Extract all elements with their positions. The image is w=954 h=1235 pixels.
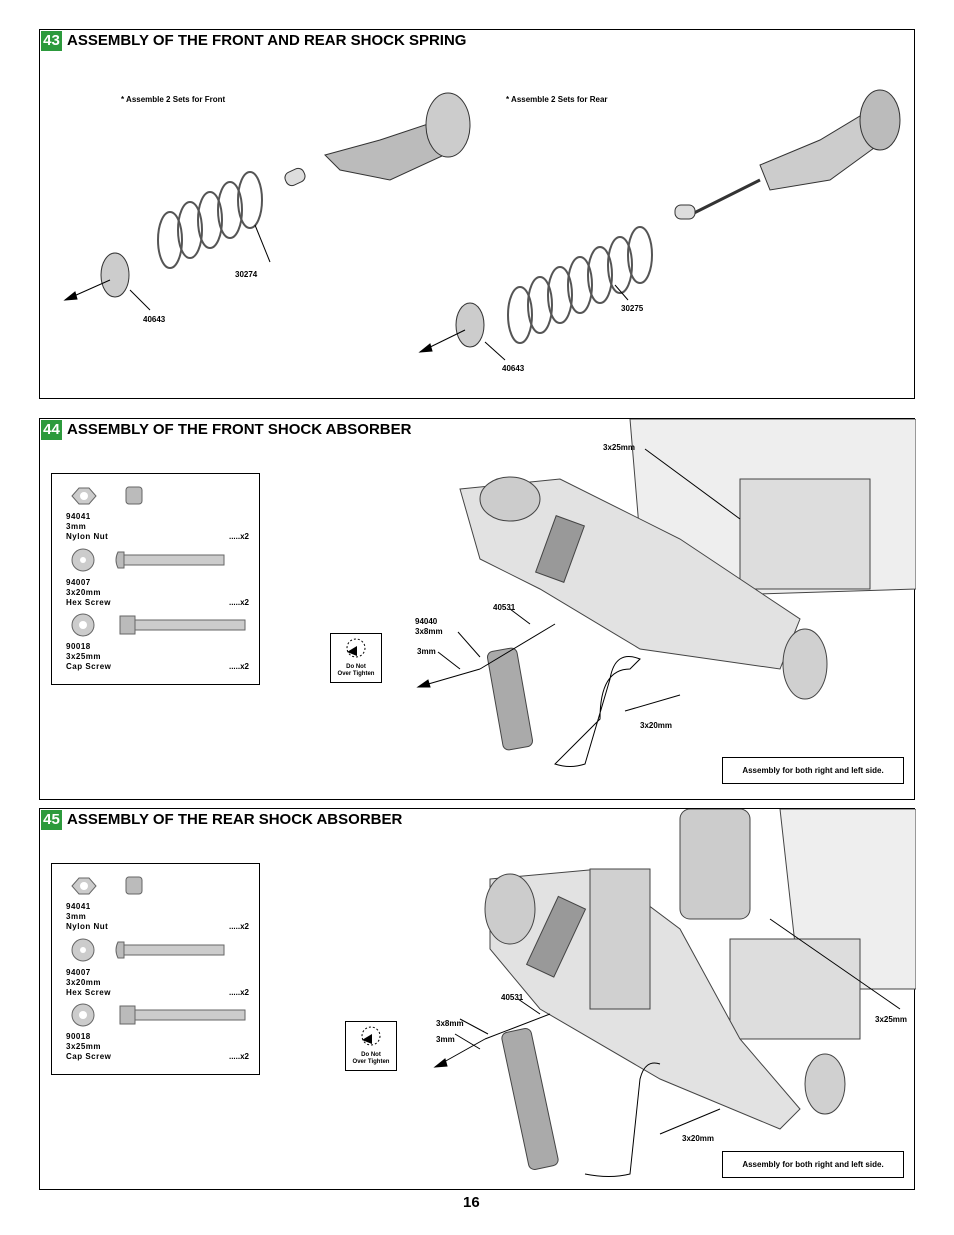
- section-title: ASSEMBLY OF THE REAR SHOCK ABSORBER: [67, 811, 403, 828]
- callout-3mm: 3mm: [417, 647, 436, 656]
- part-qty: .....x2: [228, 1052, 249, 1061]
- callout-3x20mm: 3x20mm: [682, 1134, 715, 1143]
- callout-40531: 40531: [501, 993, 524, 1002]
- section-45: 45 ASSEMBLY OF THE REAR SHOCK ABSORBER 9…: [39, 808, 916, 1190]
- part-qty: .....x2: [228, 598, 249, 607]
- torque-warning-icon: [346, 638, 366, 658]
- rear-note: * Assemble 2 Sets for Rear: [506, 95, 608, 104]
- shock-spring-illustration: [63, 89, 901, 361]
- part-callout-30275: 30275: [621, 304, 644, 313]
- callout-94040: 94040: [415, 617, 438, 626]
- callout-40531: 40531: [493, 603, 516, 612]
- assembly-note: Assembly for both right and left side.: [722, 1151, 904, 1178]
- section-43: 43 ASSEMBLY OF THE FRONT AND REAR SHOCK …: [39, 29, 915, 399]
- section-44: 44 ASSEMBLY OF THE FRONT SHOCK ABSORBER …: [39, 418, 916, 800]
- part-qty: .....x2: [228, 922, 249, 931]
- part-callout-30274: 30274: [235, 270, 258, 279]
- section-title: ASSEMBLY OF THE FRONT AND REAR SHOCK SPR…: [67, 32, 467, 49]
- callout-3mm: 3mm: [436, 1035, 455, 1044]
- part-callout-40643-rear: 40643: [502, 364, 525, 373]
- part-qty: .....x2: [228, 532, 249, 541]
- callout-3x25mm: 3x25mm: [875, 1015, 908, 1024]
- callout-3x20mm: 3x20mm: [640, 721, 673, 730]
- page-number: 16: [463, 1194, 480, 1211]
- torque-warning-icon: [361, 1026, 381, 1046]
- step-number: 45: [41, 810, 62, 830]
- callout-3x8mm: 3x8mm: [415, 627, 443, 636]
- assembly-note: Assembly for both right and left side.: [722, 757, 904, 784]
- section-title: ASSEMBLY OF THE FRONT SHOCK ABSORBER: [67, 421, 412, 438]
- part-qty: .....x2: [228, 988, 249, 997]
- parts-icons: [71, 486, 246, 637]
- step-number: 43: [41, 31, 62, 51]
- front-note: * Assemble 2 Sets for Front: [121, 95, 226, 104]
- part-qty: .....x2: [228, 662, 249, 671]
- part-callout-40643-front: 40643: [143, 315, 166, 324]
- callout-3x25mm: 3x25mm: [603, 443, 636, 452]
- front-chassis-illustration: [416, 419, 916, 767]
- rear-chassis-illustration: [433, 809, 916, 1177]
- parts-icons: [71, 876, 246, 1027]
- step-number: 44: [41, 420, 62, 440]
- callout-3x8mm: 3x8mm: [436, 1019, 464, 1028]
